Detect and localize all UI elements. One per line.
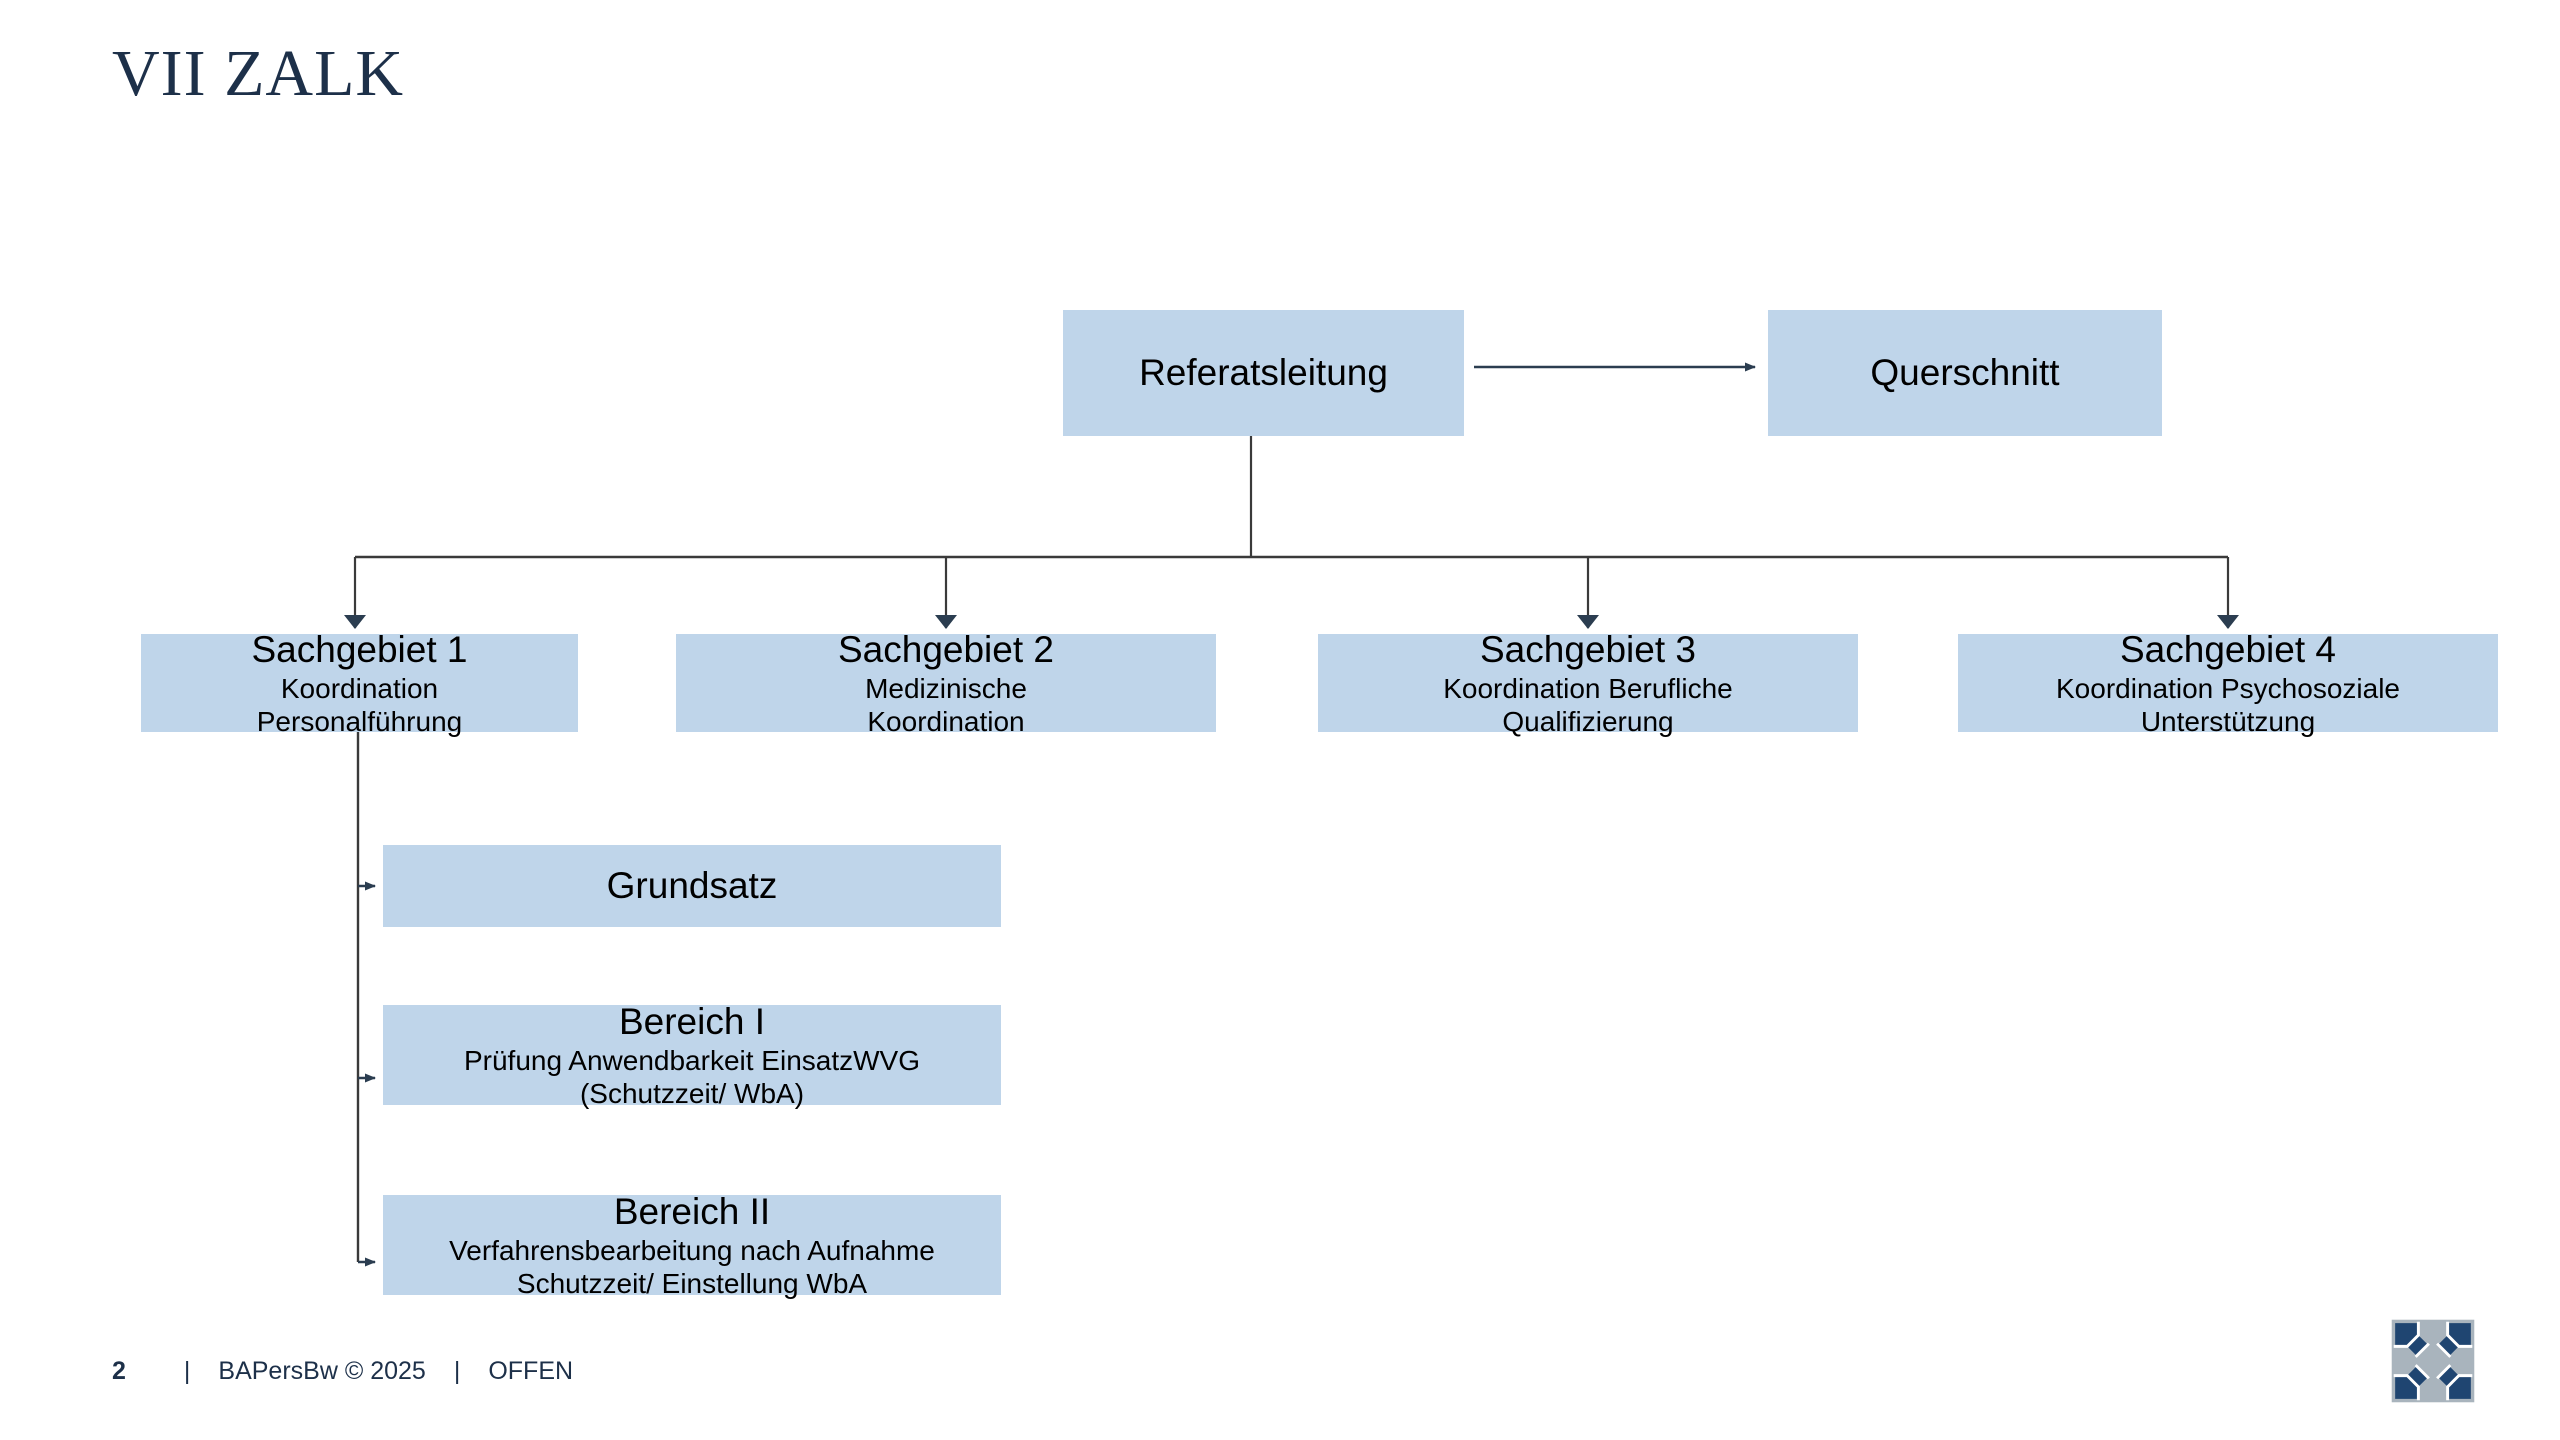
org-node-subtitle-line: Unterstützung (2140, 705, 2316, 737)
org-node-subtitle-line: Qualifizierung (1502, 705, 1674, 737)
slide-footer: 2 | BAPersBw © 2025 | OFFEN (112, 1357, 573, 1386)
org-node-label: Referatsleitung (1139, 352, 1388, 394)
footer-separator: | (183, 1357, 191, 1385)
org-node-title: Bereich II (613, 1191, 771, 1233)
org-node-querschnitt[interactable]: Querschnitt (1768, 310, 2162, 436)
org-node-sachgebiet-1[interactable]: Sachgebiet 1 Koordination Personalführun… (141, 629, 578, 737)
org-node-title: Sachgebiet 3 (1479, 629, 1696, 671)
org-node-subtitle-line: Medizinische (865, 672, 1027, 704)
org-node-grundsatz[interactable]: Grundsatz (383, 845, 1001, 927)
org-node-sachgebiet-4[interactable]: Sachgebiet 4 Koordination Psychosoziale … (1958, 629, 2498, 737)
org-node-subtitle-line: (Schutzzeit/ WbA) (579, 1077, 805, 1109)
org-node-sachgebiet-3[interactable]: Sachgebiet 3 Koordination Berufliche Qua… (1318, 629, 1858, 737)
org-node-label: Querschnitt (1870, 352, 2060, 394)
page-title: VII ZALK (112, 37, 405, 110)
footer-copyright: BAPersBw © 2025 (218, 1357, 426, 1385)
org-node-subtitle-line: Koordination (280, 672, 439, 704)
org-node-title: Sachgebiet 2 (837, 629, 1054, 671)
org-node-subtitle-line: Prüfung Anwendbarkeit EinsatzWVG (463, 1044, 920, 1076)
org-node-subtitle-line: Verfahrensbearbeitung nach Aufnahme (449, 1234, 935, 1266)
org-node-subtitle-line: Koordination Psychosoziale (2056, 672, 2400, 704)
org-node-subtitle-line: Koordination (867, 705, 1025, 737)
org-node-referatsleitung[interactable]: Referatsleitung (1063, 310, 1464, 436)
footer-classification: OFFEN (488, 1357, 574, 1385)
org-node-sachgebiet-2[interactable]: Sachgebiet 2 Medizinische Koordination (676, 629, 1216, 737)
org-node-title: Sachgebiet 4 (2119, 629, 2336, 671)
org-node-subtitle-line: Koordination Berufliche (1443, 672, 1733, 704)
org-node-bereich-1[interactable]: Bereich I Prüfung Anwendbarkeit EinsatzW… (383, 1001, 1001, 1109)
bundeswehr-iron-cross-logo (2391, 1319, 2475, 1403)
org-node-subtitle-line: Personalführung (256, 705, 463, 737)
org-node-title: Grundsatz (606, 865, 778, 907)
page-number: 2 (112, 1357, 126, 1385)
org-node-title: Bereich I (618, 1001, 765, 1043)
org-node-bereich-2[interactable]: Bereich II Verfahrensbearbeitung nach Au… (383, 1191, 1001, 1299)
footer-separator: | (453, 1357, 461, 1385)
org-node-subtitle-line: Schutzzeit/ Einstellung WbA (516, 1267, 868, 1299)
org-node-title: Sachgebiet 1 (251, 629, 468, 671)
